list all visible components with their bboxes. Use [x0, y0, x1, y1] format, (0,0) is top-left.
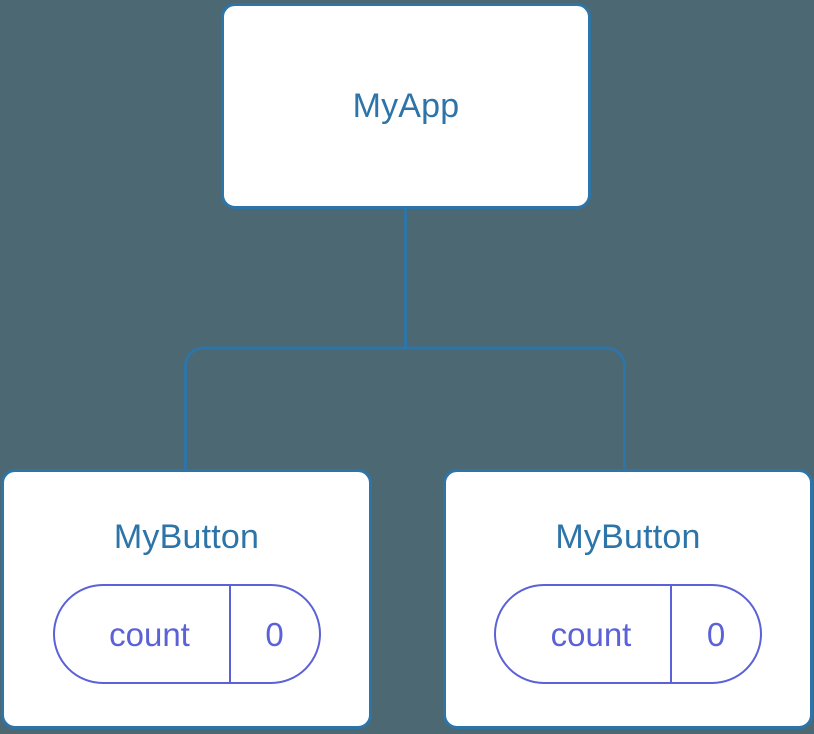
state-pill-key-left: count [109, 615, 190, 653]
node-myapp-label: MyApp [352, 87, 460, 125]
node-mybutton-left[interactable]: MyButton count 0 [1, 469, 372, 729]
node-mybutton-right-label: MyButton [555, 518, 701, 556]
state-pill-count-right[interactable]: count 0 [494, 584, 762, 684]
node-myapp[interactable]: MyApp [221, 3, 591, 209]
edge-to-left-child [184, 346, 406, 470]
node-mybutton-left-label: MyButton [113, 518, 260, 556]
state-pill-key-right: count [550, 615, 632, 653]
node-mybutton-right[interactable]: MyButton count 0 [443, 469, 813, 729]
state-pill-value-right: 0 [670, 586, 760, 682]
state-pill-count-left[interactable]: count 0 [52, 584, 321, 684]
edge-to-right-child [405, 346, 626, 470]
state-pill-value-left: 0 [228, 586, 319, 682]
